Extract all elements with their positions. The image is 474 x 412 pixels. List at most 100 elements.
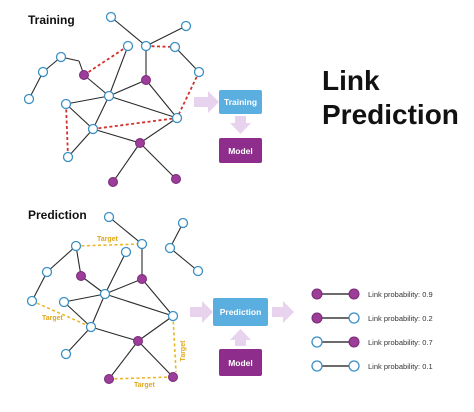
model-box-top-label: Model bbox=[228, 146, 253, 156]
graph-node bbox=[79, 70, 89, 80]
graph-edge bbox=[63, 301, 92, 328]
legend-node-right bbox=[348, 288, 360, 300]
graph-node bbox=[136, 238, 148, 250]
graph-node bbox=[58, 296, 70, 308]
graph-node bbox=[104, 374, 114, 384]
arrow-right-icon bbox=[194, 91, 219, 113]
legend-node-left bbox=[311, 336, 323, 348]
legend-node-right bbox=[348, 312, 360, 324]
target-edge bbox=[75, 243, 143, 247]
graph-node bbox=[62, 151, 74, 163]
graph-node bbox=[133, 336, 143, 346]
graph-node bbox=[26, 295, 38, 307]
graph-node bbox=[108, 177, 118, 187]
graph-node bbox=[164, 242, 176, 254]
target-label: Target bbox=[134, 382, 156, 389]
graph-node bbox=[60, 348, 72, 360]
graph-edge bbox=[112, 142, 141, 183]
legend-label: Link probability: 0.9 bbox=[368, 290, 433, 299]
graph-edge bbox=[108, 340, 139, 380]
graph-node bbox=[192, 265, 204, 277]
heading-line-2: Prediction bbox=[322, 99, 459, 130]
legend-node-left bbox=[311, 288, 323, 300]
legend-label: Link probability: 0.1 bbox=[368, 362, 433, 371]
graph-node bbox=[41, 266, 53, 278]
graph-edge bbox=[92, 128, 141, 144]
graph-edge bbox=[145, 25, 187, 47]
graph-edge bbox=[67, 128, 94, 158]
graph-edge bbox=[104, 293, 174, 317]
training-box-label: Training bbox=[224, 97, 257, 107]
legend-label: Link probability: 0.7 bbox=[368, 338, 433, 347]
graph-edge bbox=[65, 326, 92, 355]
legend-node-left bbox=[311, 312, 323, 324]
graph-edge bbox=[110, 16, 147, 47]
target-edge bbox=[108, 376, 174, 380]
graph-node bbox=[177, 217, 189, 229]
target-edge bbox=[172, 315, 177, 373]
graph-edge bbox=[104, 251, 127, 295]
graph-edge bbox=[65, 103, 94, 130]
graph-edge bbox=[174, 46, 200, 73]
graph-edge bbox=[108, 216, 143, 245]
graph-edge bbox=[137, 340, 174, 378]
graph-node bbox=[168, 372, 178, 382]
graph-edge bbox=[92, 95, 110, 130]
graph-edge bbox=[63, 293, 106, 303]
graph-edge bbox=[169, 247, 199, 272]
graph-node bbox=[140, 40, 152, 52]
arrow-right-icon bbox=[190, 301, 213, 323]
graph-edge bbox=[108, 45, 129, 97]
heading-line-1: Link bbox=[322, 65, 380, 96]
graph-edge bbox=[108, 95, 178, 119]
graph-node bbox=[76, 271, 86, 281]
model-box-bottom bbox=[219, 349, 262, 376]
graph-edge bbox=[46, 245, 77, 273]
legend-node-right bbox=[348, 360, 360, 372]
training-section-title: Training bbox=[28, 13, 75, 27]
legend-label: Link probability: 0.2 bbox=[368, 314, 433, 323]
training-box bbox=[219, 90, 262, 114]
arrow-down-icon bbox=[230, 116, 251, 134]
prediction-graph: Target Target Target Target bbox=[26, 211, 204, 389]
target-label: Target bbox=[97, 236, 119, 243]
graph-edge bbox=[83, 74, 110, 97]
legend-row: Link probability: 0.9 bbox=[311, 288, 433, 300]
target-label: Target bbox=[180, 340, 187, 362]
graph-node bbox=[55, 51, 67, 63]
training-graph bbox=[23, 11, 205, 187]
graph-edge bbox=[104, 278, 143, 295]
graph-node bbox=[87, 123, 99, 135]
graph-node bbox=[167, 310, 179, 322]
prediction-section-title: Prediction bbox=[28, 208, 87, 222]
arrow-up-icon bbox=[230, 329, 251, 346]
graph-node bbox=[122, 40, 134, 52]
removed-edge bbox=[176, 71, 200, 119]
legend-node-right bbox=[348, 336, 360, 348]
graph-edge bbox=[145, 79, 178, 119]
removed-edge bbox=[92, 117, 178, 130]
graph-edge bbox=[90, 293, 106, 328]
arrow-right-icon bbox=[272, 301, 294, 323]
graph-node bbox=[99, 288, 111, 300]
graph-edge bbox=[65, 95, 110, 105]
graph-node bbox=[193, 66, 205, 78]
model-box-top bbox=[219, 138, 262, 163]
graph-node bbox=[23, 93, 35, 105]
graph-edge bbox=[108, 79, 147, 97]
graph-edge bbox=[31, 271, 48, 302]
target-label: Target bbox=[42, 315, 64, 322]
legend-row: Link probability: 0.7 bbox=[311, 336, 433, 348]
graph-node bbox=[120, 246, 132, 258]
removed-edge bbox=[65, 103, 69, 158]
graph-node bbox=[141, 75, 151, 85]
graph-node bbox=[70, 240, 82, 252]
graph-node bbox=[60, 98, 72, 110]
prediction-box bbox=[213, 298, 268, 326]
legend-row: Link probability: 0.2 bbox=[311, 312, 433, 324]
graph-node bbox=[105, 11, 117, 23]
graph-node bbox=[171, 174, 181, 184]
